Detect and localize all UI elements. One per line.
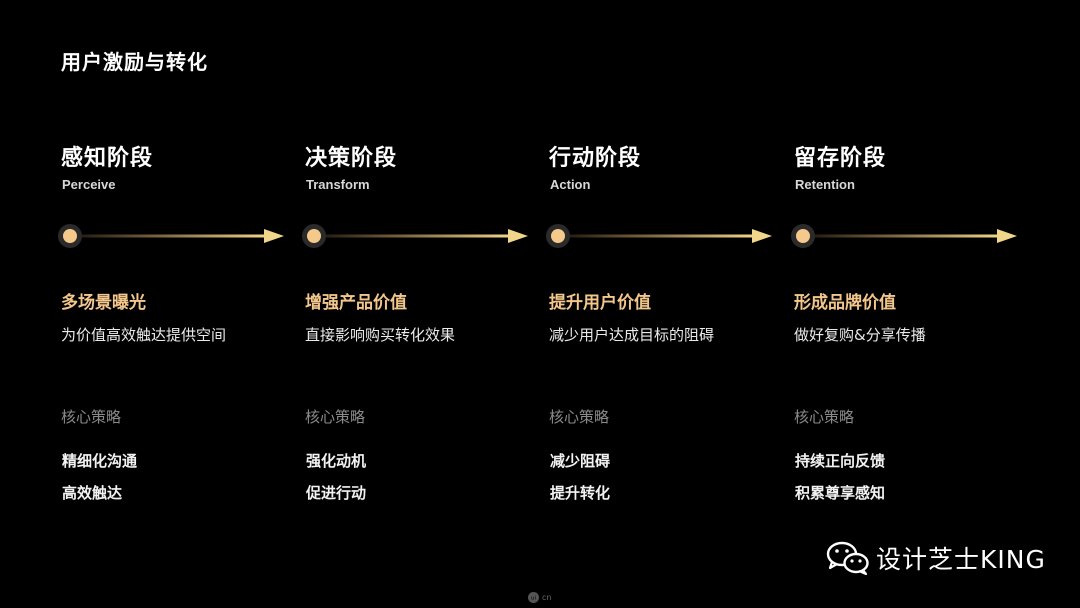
stage-title: 感知阶段: [61, 146, 154, 171]
stage-subtitle: Action: [550, 177, 591, 192]
stage-description: 直接影响购买转化效果: [305, 326, 456, 344]
arrow-head-icon: [752, 229, 772, 243]
strategy-item: 促进行动: [306, 484, 367, 502]
ui-badge-text: cn: [542, 593, 552, 602]
stage-column-transform: 决策阶段 Transform 增强产品价值 直接影响购买转化效果 核心策略 强化…: [302, 0, 550, 608]
stage-column-perceive: 感知阶段 Perceive 多场景曝光 为价值高效触达提供空间 核心策略 精细化…: [58, 0, 306, 608]
strategy-label: 核心策略: [305, 408, 366, 426]
stage-highlight: 形成品牌价值: [794, 293, 896, 313]
stage-subtitle: Perceive: [62, 177, 116, 192]
stage-highlight: 提升用户价值: [549, 293, 651, 313]
watermark-text: 设计芝士KING: [876, 545, 1046, 574]
stage-arrow: [302, 224, 528, 248]
ui-badge: ui cn: [528, 592, 551, 603]
stage-arrow: [791, 224, 1017, 248]
svg-text:ui: ui: [531, 596, 536, 602]
strategy-item: 持续正向反馈: [795, 452, 886, 470]
stage-column-action: 行动阶段 Action 提升用户价值 减少用户达成目标的阻碍 核心策略 减少阻碍…: [546, 0, 794, 608]
stage-column-retention: 留存阶段 Retention 形成品牌价值 做好复购&分享传播 核心策略 持续正…: [791, 0, 1039, 608]
strategy-label: 核心策略: [549, 408, 610, 426]
page-title: 用户激励与转化: [61, 50, 208, 74]
timeline-dot-icon: [551, 229, 565, 243]
ui-logo-icon: ui: [528, 592, 539, 603]
timeline-dot-icon: [307, 229, 321, 243]
strategy-label: 核心策略: [794, 408, 855, 426]
strategy-item: 减少阻碍: [550, 452, 611, 470]
stage-arrow: [58, 224, 284, 248]
stage-highlight: 多场景曝光: [61, 293, 146, 313]
stage-arrow: [546, 224, 772, 248]
stage-description: 做好复购&分享传播: [794, 326, 926, 344]
timeline-dot-icon: [63, 229, 77, 243]
arrow-head-icon: [508, 229, 528, 243]
stage-subtitle: Retention: [795, 177, 855, 192]
wechat-icon: [826, 541, 869, 576]
strategy-item: 提升转化: [550, 484, 611, 502]
strategy-item: 积累尊享感知: [795, 484, 886, 502]
arrow-head-icon: [264, 229, 284, 243]
arrow-head-icon: [997, 229, 1017, 243]
stage-subtitle: Transform: [306, 177, 370, 192]
stage-description: 减少用户达成目标的阻碍: [549, 326, 715, 344]
strategy-label: 核心策略: [61, 408, 122, 426]
stage-title: 决策阶段: [305, 146, 398, 171]
strategy-item: 强化动机: [306, 452, 367, 470]
watermark: 设计芝士KING: [826, 540, 1046, 576]
stage-title: 留存阶段: [794, 146, 887, 171]
strategy-item: 高效触达: [62, 484, 123, 502]
strategy-item: 精细化沟通: [62, 452, 138, 470]
stage-description: 为价值高效触达提供空间: [61, 326, 227, 344]
timeline-dot-icon: [796, 229, 810, 243]
stage-title: 行动阶段: [549, 146, 642, 171]
stage-highlight: 增强产品价值: [305, 293, 407, 313]
